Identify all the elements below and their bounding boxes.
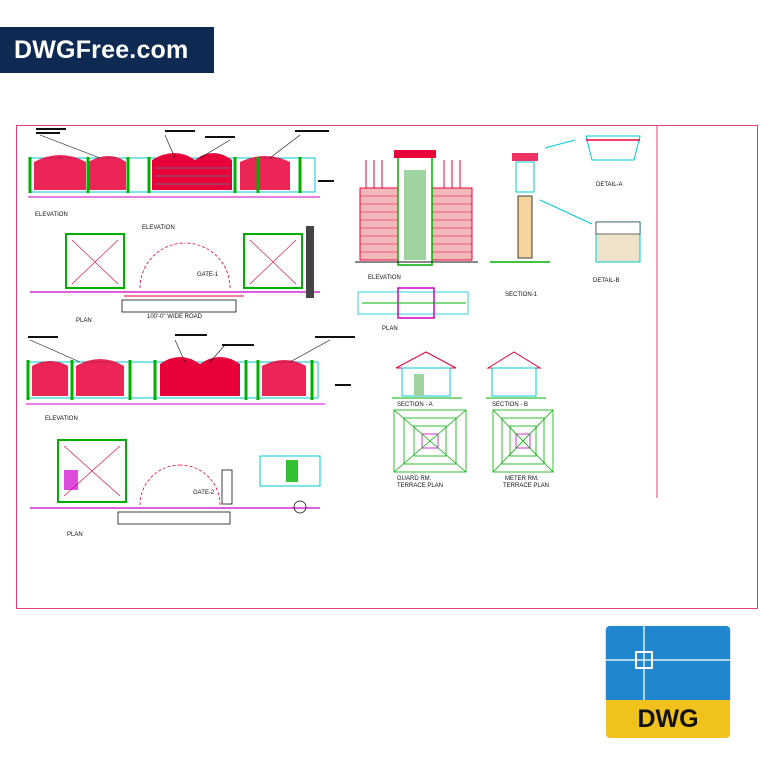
label-detail-a: DETAIL-A (596, 182, 623, 188)
label-elevation-1a: ELEVATION (35, 212, 68, 218)
label-section-a: SECTION - A (397, 402, 433, 408)
label-plan-2: PLAN (67, 532, 83, 538)
label-elevation-2: ELEVATION (45, 416, 78, 422)
elevation-gate-2 (26, 334, 355, 405)
label-section-b: SECTION - B (492, 402, 528, 408)
label-elevation-pillar: ELEVATION (368, 275, 401, 281)
dwg-badge-label: DWG (606, 700, 730, 738)
label-elevation-1b: ELEVATION (142, 225, 175, 231)
dwgfree-logo[interactable]: DWGFree.com (0, 27, 214, 73)
section-1 (490, 139, 593, 263)
elevation-gate-1 (28, 128, 334, 198)
detail-a (585, 135, 641, 161)
label-section-1: SECTION-1 (505, 292, 538, 298)
guard-terrace-plan (393, 409, 467, 473)
section-a (392, 351, 462, 399)
label-plan-pillar: PLAN (382, 326, 398, 332)
label-guard-terrace: TERRACE PLAN (397, 483, 443, 489)
label-plan-1: PLAN (76, 318, 92, 324)
label-meter-terrace: TERRACE PLAN (503, 483, 549, 489)
dwg-blueprint-icon (606, 626, 730, 700)
drawing-sheet-border (16, 125, 758, 609)
plan-gate-1 (30, 226, 320, 313)
label-road-1: 100'-0" WIDE ROAD (147, 314, 203, 320)
label-meter-rm: METER RM. (505, 476, 539, 482)
brand-title: DWGFree.com (14, 35, 189, 64)
label-gate-1: GATE-1 (197, 272, 219, 278)
label-detail-b: DETAIL-B (593, 278, 620, 284)
dwg-file-icon[interactable]: DWG (606, 626, 730, 738)
label-gate-2: GATE-2 (193, 490, 215, 496)
plan-gate-2 (30, 439, 321, 525)
detail-b (595, 221, 641, 263)
pillar-elevation (355, 150, 478, 266)
label-guard-rm: GUARD RM. (397, 476, 432, 482)
meter-terrace-plan (492, 409, 554, 473)
crosshair-icon (606, 626, 730, 700)
section-b (486, 351, 546, 399)
pillar-plan (357, 287, 469, 319)
